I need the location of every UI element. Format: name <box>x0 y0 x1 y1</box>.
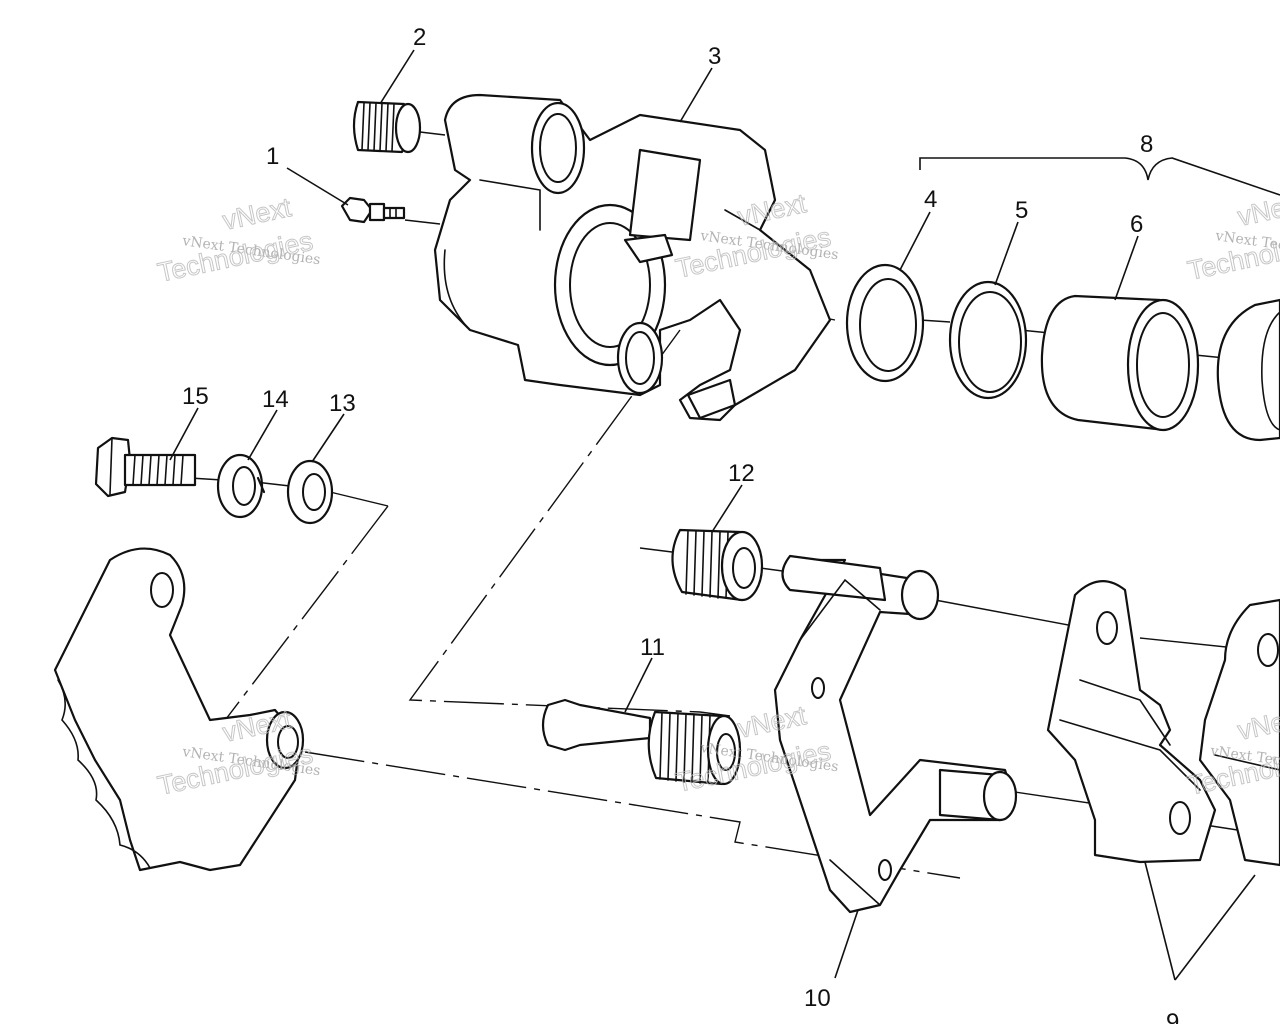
callout-5: 5 <box>1015 197 1028 224</box>
callout-8: 8 <box>1140 131 1153 158</box>
flat-washer[interactable] <box>286 459 334 525</box>
svg-text:vNext: vNext <box>1235 188 1280 232</box>
pin-boot[interactable] <box>352 100 422 154</box>
callout-labels: 1 2 3 4 5 6 8 9 10 11 12 13 14 15 <box>182 24 1179 1024</box>
callout-11: 11 <box>640 634 665 661</box>
lock-washer[interactable] <box>216 453 266 519</box>
callout-9: 9 <box>1166 1009 1179 1024</box>
caliper-body[interactable] <box>433 93 832 422</box>
guide-pin[interactable] <box>541 698 742 786</box>
piston-seal-4[interactable] <box>845 263 925 383</box>
callout-14: 14 <box>262 386 289 413</box>
bleeder-screw[interactable] <box>340 196 406 224</box>
watermark-top-left: vNext Technologies Technologies vNext <box>155 192 322 289</box>
steering-knuckle-bracket <box>53 547 305 872</box>
brake-pad-outer-partial[interactable] <box>1198 598 1280 867</box>
watermark-top-right: vNext Technologies Technologies vNext <box>1185 188 1280 287</box>
callout-3: 3 <box>708 43 721 70</box>
bracket-8-piston-kit <box>919 157 1280 196</box>
svg-text:vNext: vNext <box>220 192 294 236</box>
piston-6[interactable] <box>1040 294 1200 432</box>
callout-2: 2 <box>413 24 426 51</box>
bracket-pin-boot[interactable] <box>671 528 764 602</box>
brake-pad-inner[interactable] <box>1046 580 1217 864</box>
leader-lines <box>169 49 1256 981</box>
piston-cap-partial[interactable] <box>1216 298 1280 442</box>
callout-1: 1 <box>266 143 279 170</box>
callout-4: 4 <box>924 186 937 213</box>
svg-text:Technologies: Technologies <box>155 226 315 288</box>
callout-6: 6 <box>1130 211 1143 238</box>
mounting-bolt[interactable] <box>94 436 197 498</box>
caliper-mounting-bracket[interactable] <box>773 554 1018 914</box>
callout-13: 13 <box>329 390 356 417</box>
callout-15: 15 <box>182 383 209 410</box>
callout-12: 12 <box>728 460 755 487</box>
dust-seal-5[interactable] <box>948 280 1028 400</box>
callout-10: 10 <box>804 985 831 1012</box>
